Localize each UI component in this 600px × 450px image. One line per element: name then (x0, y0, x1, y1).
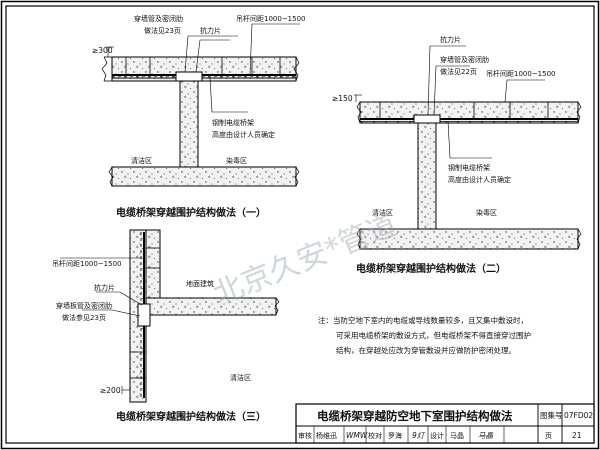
diagram-2-leaders (427, 45, 545, 159)
diagram-3-pipe-label-1: 穿墙板管及密闭肋 (56, 301, 112, 310)
diagram-3-pipe-label-2: 做法参见23页 (62, 313, 106, 322)
diagram-2-floor (356, 228, 582, 250)
diagram-2-wall (417, 122, 437, 230)
diagram-3-ground-slab (145, 297, 280, 316)
diagram-1-zone-right: 染毒区 (226, 156, 247, 165)
diagram-2-tray-label-1: 钢制电缆桥架 (448, 163, 490, 172)
watermark: 北京久安*管道 (208, 207, 402, 312)
design-label: 设计 (430, 431, 444, 440)
diagram-1-pipe-label-1: 穿墙管及密闭肋 (134, 14, 183, 23)
diagram-1-dim-value: ≥300 (92, 46, 113, 55)
reviewer-name: 杨维迅 (316, 431, 337, 440)
title-block: 电缆桥架穿越防空地下室围护结构做法 图集号 07FD02 审核 杨维迅 WMW … (295, 403, 595, 444)
designer-signature: 马晶 (478, 431, 493, 440)
diagram-2-pipe-label-1: 穿墙管及密闭肋 (440, 55, 489, 64)
diagram-3-title: 电缆桥架穿越围护结构做法（三） (116, 410, 266, 423)
atlas-label: 图集号 (540, 410, 563, 420)
note-line-1: 注：当防空地下室内的电缆或导线数量较多，且又集中敷设时， (318, 315, 528, 325)
diagram-1-title: 电缆桥架穿越围护结构做法（一） (116, 206, 266, 219)
review-label: 审核 (298, 431, 312, 440)
diagram-1-leaders (184, 23, 300, 113)
note-line-3: 结构，在穿越处应改为穿管敷设并应做防护密闭处理。 (336, 345, 516, 355)
diagram-1-pipe-label-2: 做法见23页 (144, 26, 181, 35)
diagram-3-wall-sleeve (137, 303, 151, 327)
diagram-2-wall-sleeve (413, 114, 441, 124)
diagram-2-title: 电缆桥架穿越围护结构做法（二） (356, 262, 506, 275)
diagram-1-tray-label-1: 钢制电缆桥架 (212, 118, 254, 127)
page-label: 页 (545, 432, 552, 440)
diagram-2-cable-tray (360, 118, 578, 122)
diagram-2-dim-value: ≥150 (332, 94, 353, 103)
diagram-1-wall (179, 80, 199, 168)
diagram-2-tray-label-2: 高度由设计人员确定 (448, 175, 511, 184)
checker-signature: 9灯 (412, 431, 426, 440)
diagram-1: ≥300 穿墙管及密闭肋 做法见23页 抗力片 吊杆间距1000~1500 钢制… (92, 14, 306, 219)
diagram-1-wall-sleeve (175, 71, 203, 82)
diagram-2-pipe-label-2: 做法见22页 (440, 67, 477, 76)
diagram-1-cable-tray (112, 74, 296, 79)
diagram-3-leaders (60, 257, 143, 317)
diagram-3-ground-label: 地面建筑 (186, 279, 214, 288)
note-line-2: 可采用电缆桥架的敷设方式，但电缆桥架不得直接穿过围护 (336, 330, 531, 340)
diagram-2-zone-right: 染毒区 (476, 208, 497, 217)
drawing-title: 电缆桥架穿越防空地下室围护结构做法 (317, 409, 513, 423)
designer-name: 马晶 (450, 432, 464, 440)
diagram-3-zone-lower: 清洁区 (230, 373, 251, 382)
reviewer-signature: WMW (346, 431, 368, 440)
check-label: 校对 (368, 431, 382, 440)
diagram-2: ≥150 抗力片 穿墙管及密闭肋 做法见22页 吊杆间距1000~1500 钢制… (332, 35, 582, 275)
diagram-2-fin-label: 抗力片 (440, 35, 461, 44)
diagram-1-zone-left: 清洁区 (131, 156, 152, 165)
atlas-number: 07FD02 (564, 411, 593, 420)
diagram-3-hangers (130, 247, 160, 379)
diagram-2-hanger-label: 吊杆间距1000~1500 (486, 69, 556, 78)
diagram-1-tray-label-2: 高度由设计人员确定 (212, 130, 275, 139)
diagram-3-hanger-label: 吊杆间距1000~1500 (52, 259, 122, 268)
diagram-3: ≥200 吊杆间距1000~1500 抗力片 地面建筑 穿墙板管及密闭肋 做法参… (52, 229, 280, 423)
diagram-3-dim-value: ≥200 (100, 386, 121, 395)
page-number: 21 (572, 431, 582, 440)
diagram-1-fin-label: 抗力片 (200, 26, 221, 35)
diagram-2-dimension: ≥150 (332, 94, 362, 103)
design-note: 注：当防空地下室内的电缆或导线数量较多，且又集中敷设时， 可采用电缆桥架的敷设方… (318, 315, 531, 355)
diagram-3-fin-label: 抗力片 (94, 283, 115, 292)
diagram-1-dimension: ≥300 (92, 46, 114, 57)
diagram-3-upper-wall (145, 229, 161, 299)
diagram-3-dimension: ≥200 (100, 386, 130, 395)
diagram-2-zone-left: 清洁区 (372, 208, 393, 217)
diagram-1-floor (108, 166, 300, 187)
diagram-1-hanger-label: 吊杆间距1000~1500 (236, 14, 306, 23)
diagram-1-slab (101, 56, 300, 82)
diagram-2-hangers (379, 102, 549, 119)
checker-name: 罗海 (388, 431, 402, 440)
diagram-1-hangers (125, 57, 281, 75)
